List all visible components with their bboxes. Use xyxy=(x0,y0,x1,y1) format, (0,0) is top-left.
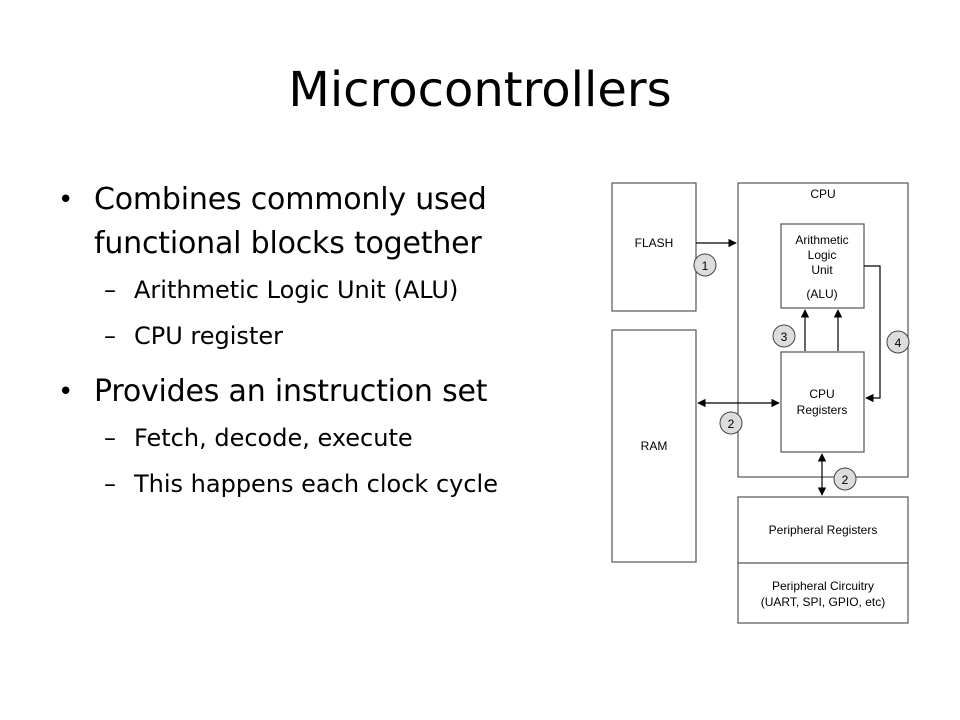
slide-title: Microcontrollers xyxy=(288,62,672,118)
flash-label: FLASH xyxy=(635,236,674,250)
bullet-marker: • xyxy=(58,185,74,215)
cpu-label: CPU xyxy=(810,187,835,201)
step-marker-label: 3 xyxy=(781,330,788,344)
ram-label: RAM xyxy=(641,439,668,453)
microcontroller-block-diagram: FLASH RAM CPU Arithmetic Logic Unit (ALU… xyxy=(611,182,910,624)
bullet-text: Combines commonly used functional blocks… xyxy=(94,182,487,261)
bullet-item: • Provides an instruction set xyxy=(56,370,566,414)
sub-bullet-item: – Arithmetic Logic Unit (ALU) xyxy=(56,272,566,308)
sub-bullet-item: – CPU register xyxy=(56,318,566,354)
bullet-list: • Combines commonly used functional bloc… xyxy=(56,178,566,502)
sub-bullet-marker: – xyxy=(104,470,116,498)
alu-label-line: Logic xyxy=(808,248,837,262)
step-marker-4: 4 xyxy=(886,330,910,354)
sub-bullet-item: – Fetch, decode, execute xyxy=(56,420,566,456)
bullet-text: Provides an instruction set xyxy=(94,374,488,409)
sub-bullet-item: – This happens each clock cycle xyxy=(56,466,566,502)
peripheral-circuitry-label-line: (UART, SPI, GPIO, etc) xyxy=(761,595,885,609)
step-marker-label: 2 xyxy=(842,473,849,487)
sub-bullet-text: Fetch, decode, execute xyxy=(134,424,413,452)
step-marker-label: 4 xyxy=(895,336,902,350)
sub-bullet-text: Arithmetic Logic Unit (ALU) xyxy=(134,276,459,304)
sub-bullet-text: This happens each clock cycle xyxy=(134,470,498,498)
sub-bullet-marker: – xyxy=(104,276,116,304)
alu-label-line: Unit xyxy=(811,263,833,277)
cpu-registers-label-line: CPU xyxy=(809,387,834,401)
peripheral-block xyxy=(737,496,909,624)
sub-bullet-marker: – xyxy=(104,322,116,350)
cpu-registers-block xyxy=(780,351,865,453)
bullet-item: • Combines commonly used functional bloc… xyxy=(56,178,566,266)
alu-label-line: Arithmetic xyxy=(795,233,848,247)
cpu-registers-label-line: Registers xyxy=(797,403,848,417)
alu-to-registers-arrow xyxy=(864,265,881,403)
step-marker-2: 2 xyxy=(719,411,743,435)
step-marker-label: 1 xyxy=(702,259,709,273)
ram-block xyxy=(611,329,697,563)
step-marker-2-bottom: 2 xyxy=(833,467,857,491)
peripheral-circuitry-label-line: Peripheral Circuitry xyxy=(772,579,874,593)
sub-bullet-marker: – xyxy=(104,424,116,452)
peripheral-registers-label: Peripheral Registers xyxy=(769,523,878,537)
bullet-marker: • xyxy=(58,377,74,407)
sub-bullet-text: CPU register xyxy=(134,322,283,350)
flash-block xyxy=(611,182,697,312)
step-marker-3: 3 xyxy=(772,324,796,348)
alu-block xyxy=(780,223,865,309)
step-marker-label: 2 xyxy=(728,417,735,431)
step-marker-1: 1 xyxy=(693,253,717,277)
alu-label-line: (ALU) xyxy=(806,287,837,301)
